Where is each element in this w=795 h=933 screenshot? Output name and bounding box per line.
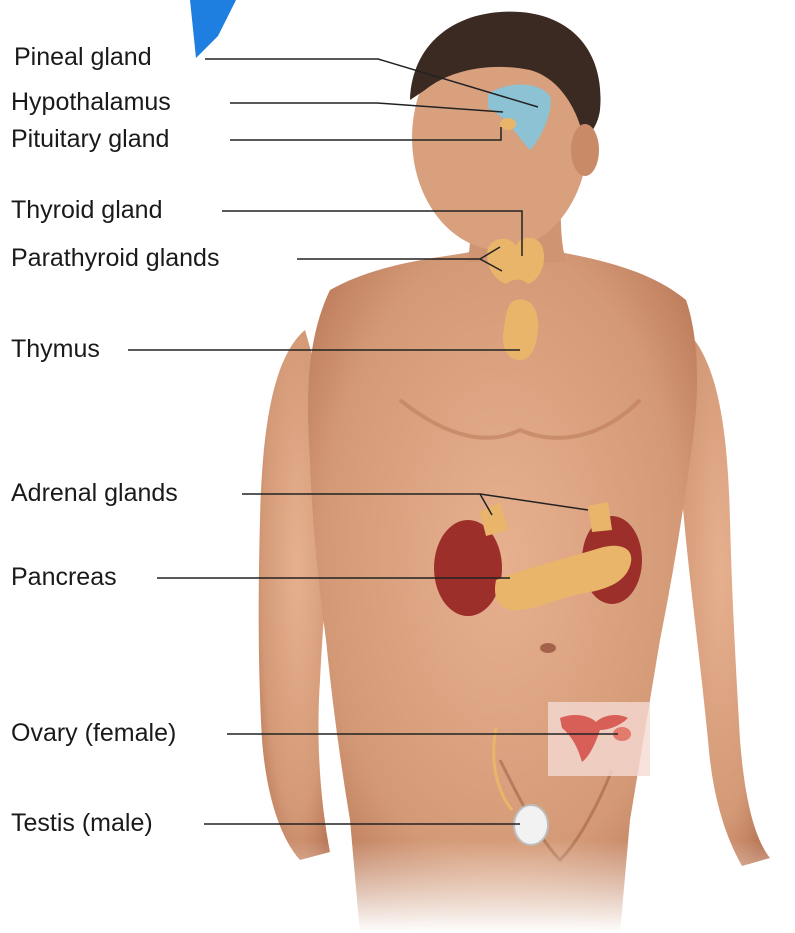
ovary-inset	[548, 702, 650, 776]
ear	[571, 124, 599, 176]
label-ovary: Ovary (female)	[11, 721, 176, 746]
label-pancreas: Pancreas	[11, 565, 117, 590]
testis	[514, 805, 548, 845]
label-pituitary-gland: Pituitary gland	[11, 127, 169, 152]
label-adrenal-glands: Adrenal glands	[11, 481, 178, 506]
label-thyroid-gland: Thyroid gland	[11, 198, 162, 223]
corner-mark	[190, 0, 236, 58]
label-thymus: Thymus	[11, 337, 100, 362]
right-adrenal-gland	[588, 502, 612, 532]
label-hypothalamus: Hypothalamus	[11, 90, 171, 115]
bottom-fade	[240, 840, 795, 933]
pituitary-gland	[500, 118, 516, 130]
label-pineal-gland: Pineal gland	[14, 45, 152, 70]
label-parathyroid-glands: Parathyroid glands	[11, 246, 219, 271]
label-testis: Testis (male)	[11, 811, 153, 836]
navel	[540, 643, 556, 653]
